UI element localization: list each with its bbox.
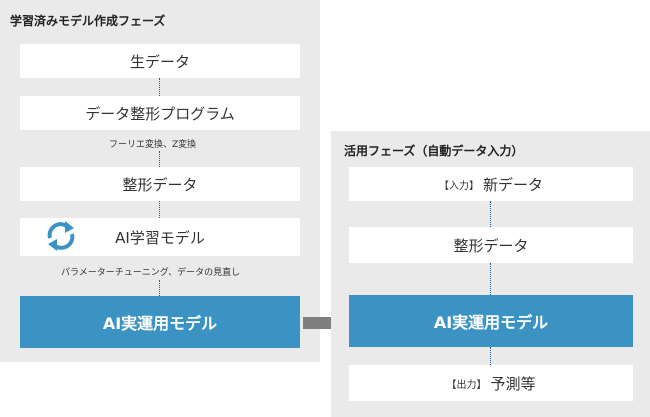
prediction-label: 予測等 <box>490 374 536 393</box>
connector-line <box>490 263 491 295</box>
formatted-data-box: 整形データ <box>349 227 633 263</box>
formatted-data-label: 整形データ <box>453 236 529 255</box>
output-tag: 【出力】 <box>446 379 487 391</box>
preprocessing-note: フーリエ変換、Z変換 <box>109 140 197 150</box>
formatted-data-box: 整形データ <box>20 167 300 201</box>
training-phase-title: 学習済みモデル作成フェーズ <box>10 14 166 28</box>
connector-line <box>490 201 491 227</box>
refresh-cycle-icon <box>47 221 75 251</box>
ai-production-model-label: AI実運用モデル <box>102 314 218 333</box>
prediction-box: 【出力】 予測等 <box>349 365 633 401</box>
connector-line <box>159 151 160 167</box>
connector-line <box>490 347 491 365</box>
usage-phase-panel: 活用フェーズ（自動データ入力） 【入力】 新データ 整形データ AI実運用モデル… <box>331 131 650 417</box>
training-phase-panel: 学習済みモデル作成フェーズ 生データ データ整形プログラム フーリエ変換、Z変換… <box>0 0 320 362</box>
preprocessing-program-box: データ整形プログラム <box>20 96 300 130</box>
connector-line <box>159 280 160 296</box>
raw-data-label: 生データ <box>129 52 190 71</box>
connector-line <box>159 201 160 218</box>
ai-production-model-box: AI実運用モデル <box>20 296 300 348</box>
new-data-label: 新データ <box>482 175 543 194</box>
tuning-note: パラメーターチューニング、データの見直し <box>61 268 241 278</box>
usage-phase-title: 活用フェーズ（自動データ入力） <box>344 144 524 158</box>
ai-learning-model-label: AI学習モデル <box>115 228 205 247</box>
preprocessing-program-label: データ整形プログラム <box>85 104 235 123</box>
ai-production-model-label: AI実運用モデル <box>433 313 549 332</box>
ai-production-model-box: AI実運用モデル <box>349 295 633 347</box>
input-tag: 【入力】 <box>438 180 479 192</box>
new-data-box: 【入力】 新データ <box>349 167 633 201</box>
formatted-data-label: 整形データ <box>122 175 198 194</box>
raw-data-box: 生データ <box>20 44 300 78</box>
connector-line <box>159 78 160 96</box>
